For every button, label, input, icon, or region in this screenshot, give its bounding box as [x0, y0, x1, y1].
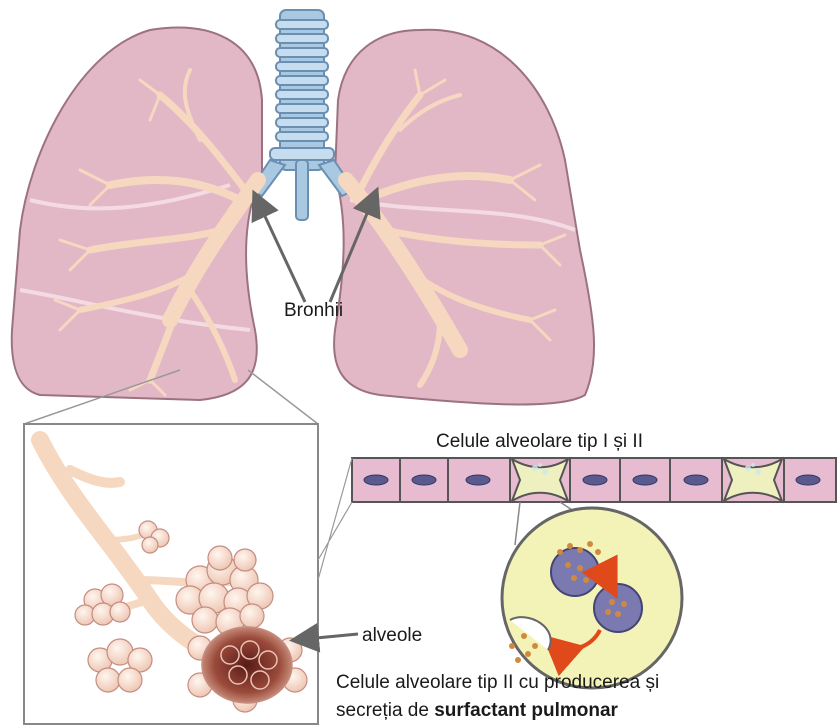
- alveolus-cutaway: [202, 627, 292, 703]
- alveoli-label: alveole: [362, 625, 422, 647]
- left-lung: [12, 28, 262, 400]
- alveolar-cells-label: Celule alveolare tip I și II: [436, 431, 643, 453]
- bronchi-label: Bronhii: [284, 300, 343, 322]
- caption-line-1: Celule alveolare tip II cu producerea și: [336, 672, 659, 694]
- caption-line-2-prefix: secreția de: [336, 700, 434, 721]
- trachea: [270, 10, 334, 170]
- surfactant-term: surfactant pulmonar: [434, 700, 618, 721]
- type-ii-cell-detail: [502, 502, 682, 688]
- caption-line-2: secreția de surfactant pulmonar: [336, 700, 618, 722]
- main-bronchi: [250, 160, 354, 220]
